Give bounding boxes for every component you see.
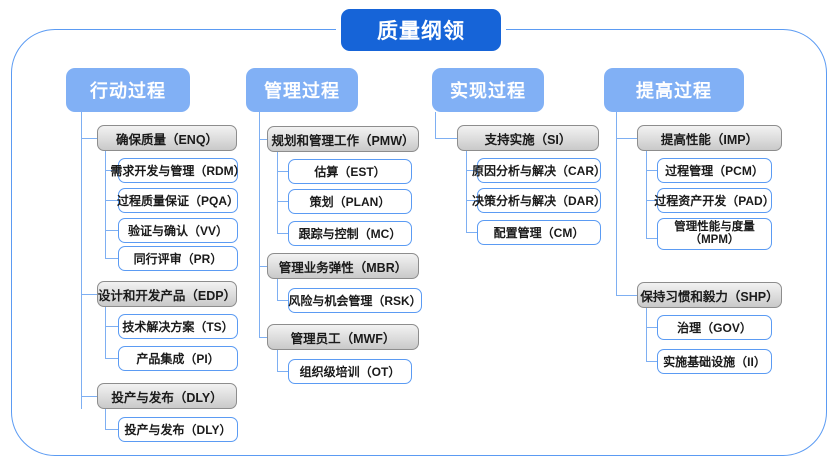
spine-si	[466, 151, 468, 233]
item-est[interactable]: 估算（EST）	[288, 159, 412, 184]
stub-car	[466, 170, 477, 172]
group-edp[interactable]: 设计和开发产品（EDP）	[97, 281, 237, 307]
stub-pad	[646, 200, 657, 202]
spine-dly	[105, 409, 107, 430]
item-cm[interactable]: 配置管理（CM）	[477, 220, 601, 245]
stub-dly-item	[105, 429, 118, 431]
stub-pi	[105, 358, 118, 360]
spine-enq	[105, 151, 107, 258]
stub-dar	[466, 200, 477, 202]
stub-group-imp	[616, 138, 637, 140]
item-mpm[interactable]: 管理性能与度量（MPM）	[657, 218, 772, 250]
group-si[interactable]: 支持实施（SI）	[457, 125, 599, 151]
stub-group-dly	[81, 396, 97, 398]
stub-plan	[277, 201, 288, 203]
group-shp[interactable]: 保持习惯和毅力（SHP）	[637, 282, 782, 308]
item-car[interactable]: 原因分析与解决（CAR）	[472, 158, 606, 183]
category-action-process[interactable]: 行动过程	[66, 68, 190, 112]
item-dly[interactable]: 投产与发布（DLY）	[118, 417, 238, 442]
category-management-process[interactable]: 管理过程	[246, 68, 358, 112]
stub-group-si	[435, 138, 457, 140]
item-ot[interactable]: 组织级培训（OT）	[288, 359, 412, 384]
stub-pcm	[646, 170, 657, 172]
category-improvement-process[interactable]: 提高过程	[604, 68, 744, 112]
stub-cm	[466, 232, 477, 234]
root-title: 质量纲领	[341, 9, 501, 51]
item-mc[interactable]: 跟踪与控制（MC）	[288, 221, 412, 246]
stub-mpm	[646, 238, 657, 240]
stub-pr	[105, 258, 118, 260]
group-mbr[interactable]: 管理业务弹性（MBR）	[267, 253, 419, 279]
stub-rdm	[105, 170, 118, 172]
stub-group-edp	[81, 294, 97, 296]
item-ii[interactable]: 实施基础设施（II）	[657, 349, 772, 374]
item-rsk[interactable]: 风险与机会管理（RSK）	[288, 288, 422, 313]
stub-group-pmw	[259, 139, 267, 141]
stub-pqa	[105, 200, 118, 202]
item-plan[interactable]: 策划（PLAN）	[288, 189, 412, 214]
trunk-line-col1	[81, 112, 83, 409]
spine-edp	[105, 307, 107, 359]
category-realization-process[interactable]: 实现过程	[432, 68, 544, 112]
group-enq[interactable]: 确保质量（ENQ）	[97, 125, 237, 151]
trunk-line-col3	[435, 112, 437, 139]
stub-group-enq	[81, 138, 97, 140]
item-rdm[interactable]: 需求开发与管理（RDM）	[110, 158, 246, 183]
stub-ts	[105, 326, 118, 328]
item-ts[interactable]: 技术解决方案（TS）	[118, 314, 238, 339]
item-pr[interactable]: 同行评审（PR）	[118, 246, 238, 271]
stub-group-mbr	[259, 266, 267, 268]
group-mwf[interactable]: 管理员工（MWF）	[267, 324, 419, 350]
stub-vv	[105, 230, 118, 232]
stub-ii	[646, 361, 657, 363]
stub-group-mwf	[259, 337, 267, 339]
spine-shp	[646, 308, 648, 362]
stub-gov	[646, 327, 657, 329]
stub-mc	[277, 233, 288, 235]
item-vv[interactable]: 验证与确认（VV）	[118, 218, 238, 243]
item-pi[interactable]: 产品集成（PI）	[118, 346, 238, 371]
spine-mwf	[277, 350, 279, 372]
spine-mbr	[277, 279, 279, 301]
item-pad[interactable]: 过程资产开发（PAD）	[654, 188, 775, 213]
spine-pmw	[277, 152, 279, 234]
item-pcm[interactable]: 过程管理（PCM）	[657, 158, 772, 183]
stub-group-shp	[616, 295, 637, 297]
stub-rsk	[277, 300, 288, 302]
group-pmw[interactable]: 规划和管理工作（PMW）	[267, 126, 419, 152]
item-pqa[interactable]: 过程质量保证（PQA）	[117, 188, 239, 213]
item-dar[interactable]: 决策分析与解决（DAR）	[472, 188, 606, 213]
trunk-line-col2	[259, 112, 261, 338]
spine-imp	[646, 151, 648, 239]
group-imp[interactable]: 提高性能（IMP）	[637, 125, 782, 151]
stub-est	[277, 171, 288, 173]
group-dly[interactable]: 投产与发布（DLY）	[97, 383, 237, 409]
trunk-line-col4	[616, 112, 618, 296]
item-gov[interactable]: 治理（GOV）	[657, 315, 772, 340]
stub-ot	[277, 371, 288, 373]
